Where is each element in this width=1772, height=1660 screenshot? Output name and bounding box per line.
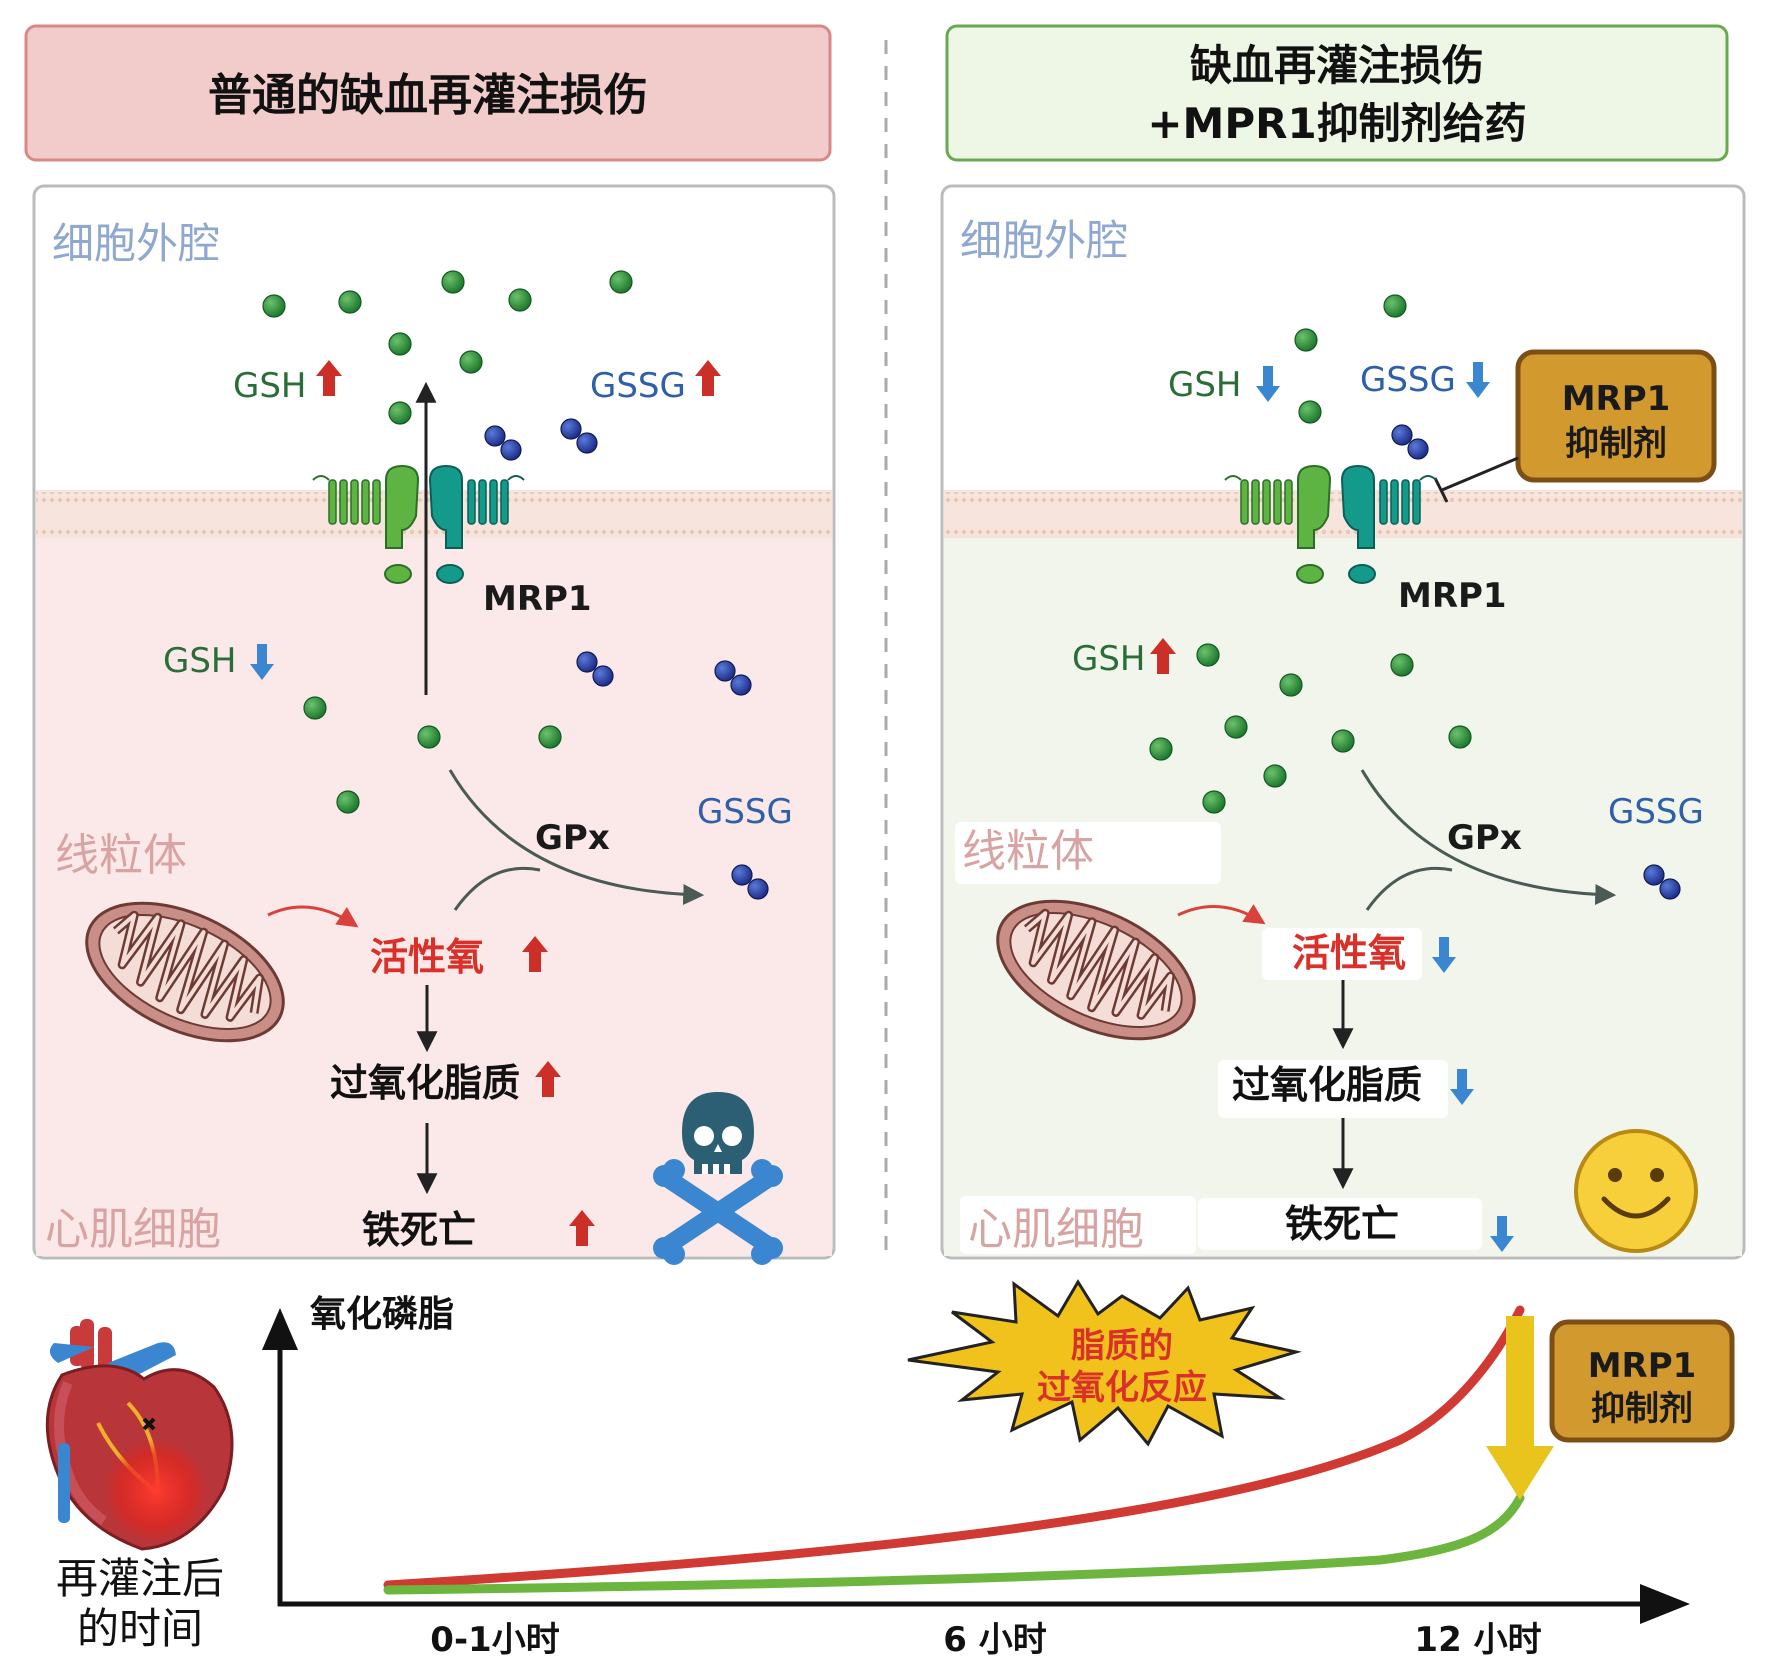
right-ros-label: 活性氧: [1292, 931, 1406, 975]
skull-crossbones-icon: [653, 1092, 783, 1265]
right-lipid-peroxide-label: 过氧化脂质: [1232, 1063, 1422, 1107]
right-gssg-in-label: GSSG: [1608, 792, 1704, 832]
gsh-molecule: [1263, 764, 1287, 788]
left-gsh-in-label: GSH: [163, 641, 237, 681]
gsh-molecule: [1149, 737, 1173, 761]
gsh-molecule: [1383, 294, 1407, 318]
gpx-ros-branch: [1365, 866, 1453, 911]
right-ferroptosis-label: 铁死亡: [1285, 1202, 1399, 1246]
timeline-inhibitor-line2: 抑制剂: [1591, 1389, 1693, 1429]
right-cardiomyocyte-label: 心肌细胞: [968, 1204, 1144, 1255]
right-header-line2: +MPR1抑制剂给药: [1147, 99, 1526, 148]
right-inhibitor-line1: MRP1: [1562, 379, 1671, 419]
x-tick-label: 12 小时: [1414, 1620, 1541, 1660]
gsh-molecule: [1298, 400, 1322, 424]
burst-line1: 脂质的: [1071, 1326, 1173, 1366]
gpx-reaction-arrow: [448, 769, 705, 906]
left-cardiomyocyte-label: 心肌细胞: [45, 1204, 221, 1255]
gsh-molecule: [459, 350, 483, 374]
timeline-inhibitor-box: [1549, 1319, 1735, 1443]
gsh-molecule: [1331, 729, 1355, 753]
left-ferroptosis-label: 铁死亡: [362, 1208, 476, 1252]
gsh-molecule: [538, 725, 562, 749]
gsh-molecule: [262, 294, 286, 318]
left-gpx-label: GPx: [535, 818, 610, 858]
gsh-molecule: [1202, 790, 1226, 814]
right-gsh-in-label: GSH: [1072, 639, 1146, 679]
right-gpx-label: GPx: [1447, 818, 1522, 858]
right-gssg-out-label: GSSG: [1360, 360, 1456, 400]
right-extracellular-label: 细胞外腔: [960, 216, 1128, 265]
heart-icon: [45, 1319, 234, 1551]
gsh-molecule: [609, 270, 633, 294]
right-inhibitor-line2: 抑制剂: [1565, 424, 1667, 464]
right-header-line1: 缺血再灌注损伤: [1190, 41, 1484, 90]
treatment-effect-arrow: [1486, 1316, 1554, 1500]
left-gssg-out-label: GSSG: [590, 366, 686, 406]
inhibition-line: [1441, 456, 1519, 492]
right-header-box: [945, 24, 1729, 162]
ros-generation-arrow: [267, 905, 359, 928]
gsh-molecule: [1294, 328, 1318, 352]
untreated-curve: [383, 1305, 1525, 1590]
x-tick-label: 6 小时: [943, 1620, 1047, 1660]
x-axis-arrowhead: [1640, 1584, 1690, 1624]
gsh-molecule: [1224, 715, 1248, 739]
timeline-x-caption-line1: 再灌注后: [56, 1554, 224, 1603]
gsh-molecule: [508, 288, 532, 312]
left-header-title: 普通的缺血再灌注损伤: [208, 70, 648, 121]
gpx-reaction-arrow: [1360, 769, 1617, 906]
right-panel: 细胞外腔 GSH GSSG MRP1 抑制剂 MRP1 GSH GPx GSSG: [940, 184, 1746, 1260]
left-gsh-out-label: GSH: [233, 366, 307, 406]
smiley-face-icon: [1574, 1129, 1698, 1253]
left-mrp1-label: MRP1: [483, 579, 592, 619]
gsh-molecule: [303, 696, 327, 720]
treated-curve: [383, 1493, 1525, 1595]
gsh-molecule: [441, 270, 465, 294]
y-axis-arrowhead: [262, 1308, 298, 1350]
left-header-box: [24, 24, 832, 162]
gsh-molecule: [388, 401, 412, 425]
left-lipid-peroxide-label: 过氧化脂质: [330, 1061, 520, 1105]
left-gssg-in-label: GSSG: [697, 792, 793, 832]
inhibition-bar: [1433, 477, 1449, 503]
x-tick-label: 0-1小时: [430, 1620, 559, 1660]
gsh-molecule: [1196, 643, 1220, 667]
timeline-inhibitor-line1: MRP1: [1588, 1346, 1697, 1386]
right-mrp1-label: MRP1: [1398, 576, 1507, 616]
lipid-peroxidation-burst: 脂质的 过氧化反应: [907, 1279, 1302, 1447]
gsh-molecule: [338, 290, 362, 314]
gsh-molecule: [417, 725, 441, 749]
left-mitochondria-label: 线粒体: [55, 830, 187, 881]
gsh-molecule: [1390, 653, 1414, 677]
right-gsh-out-label: GSH: [1168, 365, 1242, 405]
gsh-molecule: [388, 332, 412, 356]
ros-generation-arrow: [1177, 904, 1266, 925]
left-ros-label: 活性氧: [370, 935, 484, 979]
right-inhibitor-box: [1515, 349, 1717, 483]
timeline-x-caption-line2: 的时间: [77, 1604, 203, 1653]
left-panel: 细胞外腔 GSH GSSG MRP1 GSH GPx GSSG: [32, 184, 836, 1265]
gsh-molecule: [336, 790, 360, 814]
gsh-molecule: [1448, 725, 1472, 749]
gpx-ros-branch: [453, 866, 541, 911]
gsh-molecule: [1279, 673, 1303, 697]
burst-line2: 过氧化反应: [1037, 1368, 1207, 1408]
y-axis-label: 氧化磷脂: [310, 1294, 454, 1335]
left-extracellular-label: 细胞外腔: [52, 219, 220, 268]
right-mitochondria-label: 线粒体: [962, 826, 1094, 877]
timeline-section: 再灌注后 的时间 氧化磷脂 0-1小时 6 小时 12 小时 脂质的 过氧化反应…: [45, 1279, 1735, 1660]
